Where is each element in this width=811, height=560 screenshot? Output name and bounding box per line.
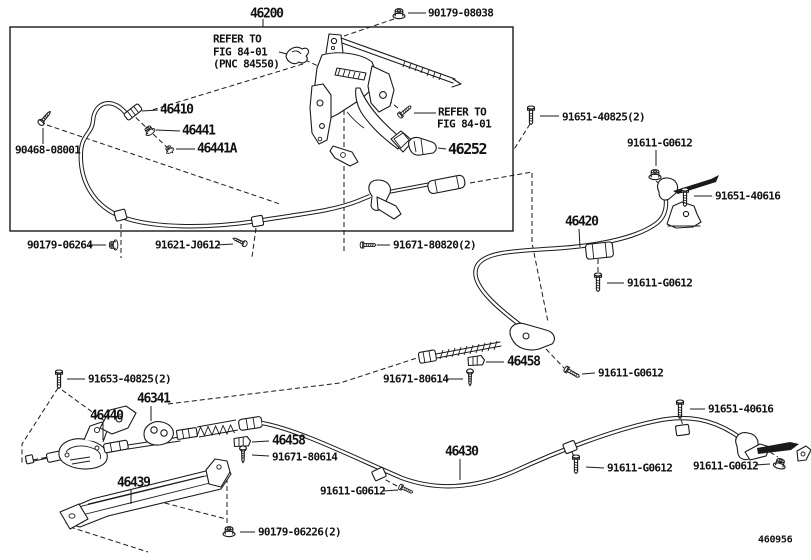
note-refer-mid-line1: REFER TO (438, 105, 487, 119)
note-refer-mid-line2: FIG 84-01 (437, 117, 492, 131)
front-cable-46410 (78, 101, 371, 229)
fastener-label-91611-G0612-d: 91611-G0612 (320, 484, 386, 498)
fastener-label-91611-G0612-e: 91611-G0612 (607, 461, 673, 475)
part-label-46440: 46440 (90, 408, 124, 424)
cable-clamp (562, 440, 578, 454)
fastener-label-90468-08001: 90468-08001 (15, 143, 81, 157)
part-label-46430: 46430 (445, 444, 479, 460)
part-label-46458-a: 46458 (507, 354, 541, 370)
protector-plate-46439 (59, 458, 232, 530)
note-refer-top-line1: REFER TO (213, 32, 262, 46)
fastener-label-91621-J0612: 91621-J0612 (155, 238, 221, 252)
parking-brake-pedal-assembly (309, 33, 462, 167)
fastener-label-90179-06226: 90179-06226(2) (258, 525, 342, 539)
fastener-label-91611-G0612-a: 91611-G0612 (627, 136, 693, 150)
note-refer-top-line2: FIG 84-01 (213, 45, 268, 59)
fastener-label-90179-06264: 90179-06264 (27, 238, 93, 252)
assembly-box (9, 26, 514, 232)
part-label-46420: 46420 (565, 214, 599, 230)
rear-cable-46420 (473, 175, 719, 335)
part-label-46252: 46252 (448, 140, 488, 158)
fastener-label-91671-80614-a: 91671-80614 (383, 372, 449, 386)
cable-clamp (371, 466, 387, 482)
fastener-label-91653-40825: 91653-40825(2) (88, 372, 172, 386)
fastener-label-91651-40825: 91651-40825(2) (562, 110, 646, 124)
fastener-label-91611-G0612-f: 91611-G0612 (693, 459, 759, 473)
part-label-46410: 46410 (160, 102, 194, 118)
fastener-label-91651-40616-a: 91651-40616 (715, 189, 781, 203)
cable-junction (417, 322, 555, 364)
part-label-46441A: 46441A (197, 141, 237, 157)
drawing-code: 460956 (758, 534, 793, 546)
intermediate-lever-46440 (24, 405, 181, 470)
note-refer-top-line3: (PNC 84550) (213, 57, 280, 71)
fastener-label-91611-G0612-b: 91611-G0612 (627, 276, 693, 290)
part-label-46441: 46441 (182, 123, 216, 139)
pin-icon (757, 442, 799, 454)
fastener-label-91671-80820: 91671-80820(2) (393, 238, 477, 252)
part-label-46341: 46341 (137, 391, 171, 407)
equalizer-and-adjuster (368, 174, 466, 220)
part-46252-shape (408, 136, 437, 156)
fastener-label-91671-80614-b: 91671-80614 (272, 450, 338, 464)
cable-clamp (675, 423, 690, 437)
clip-icon (285, 46, 310, 65)
cable-clamp (250, 214, 265, 228)
label-leader-lines (42, 12, 771, 533)
cable-clamp (113, 208, 128, 222)
cable-end-fitting (123, 103, 143, 121)
part-label-46200: 46200 (250, 6, 284, 22)
fastener-label-90179-08038: 90179-08038 (428, 6, 494, 20)
part-label-46439: 46439 (117, 475, 151, 491)
bracket-46341 (143, 421, 174, 446)
rear-cable-46430 (175, 415, 811, 489)
fastener-label-91611-G0612-c: 91611-G0612 (598, 366, 664, 380)
fastener-label-91651-40616-b: 91651-40616 (708, 402, 774, 416)
part-label-46458-b: 46458 (272, 433, 306, 449)
grommet-icon (584, 241, 614, 260)
